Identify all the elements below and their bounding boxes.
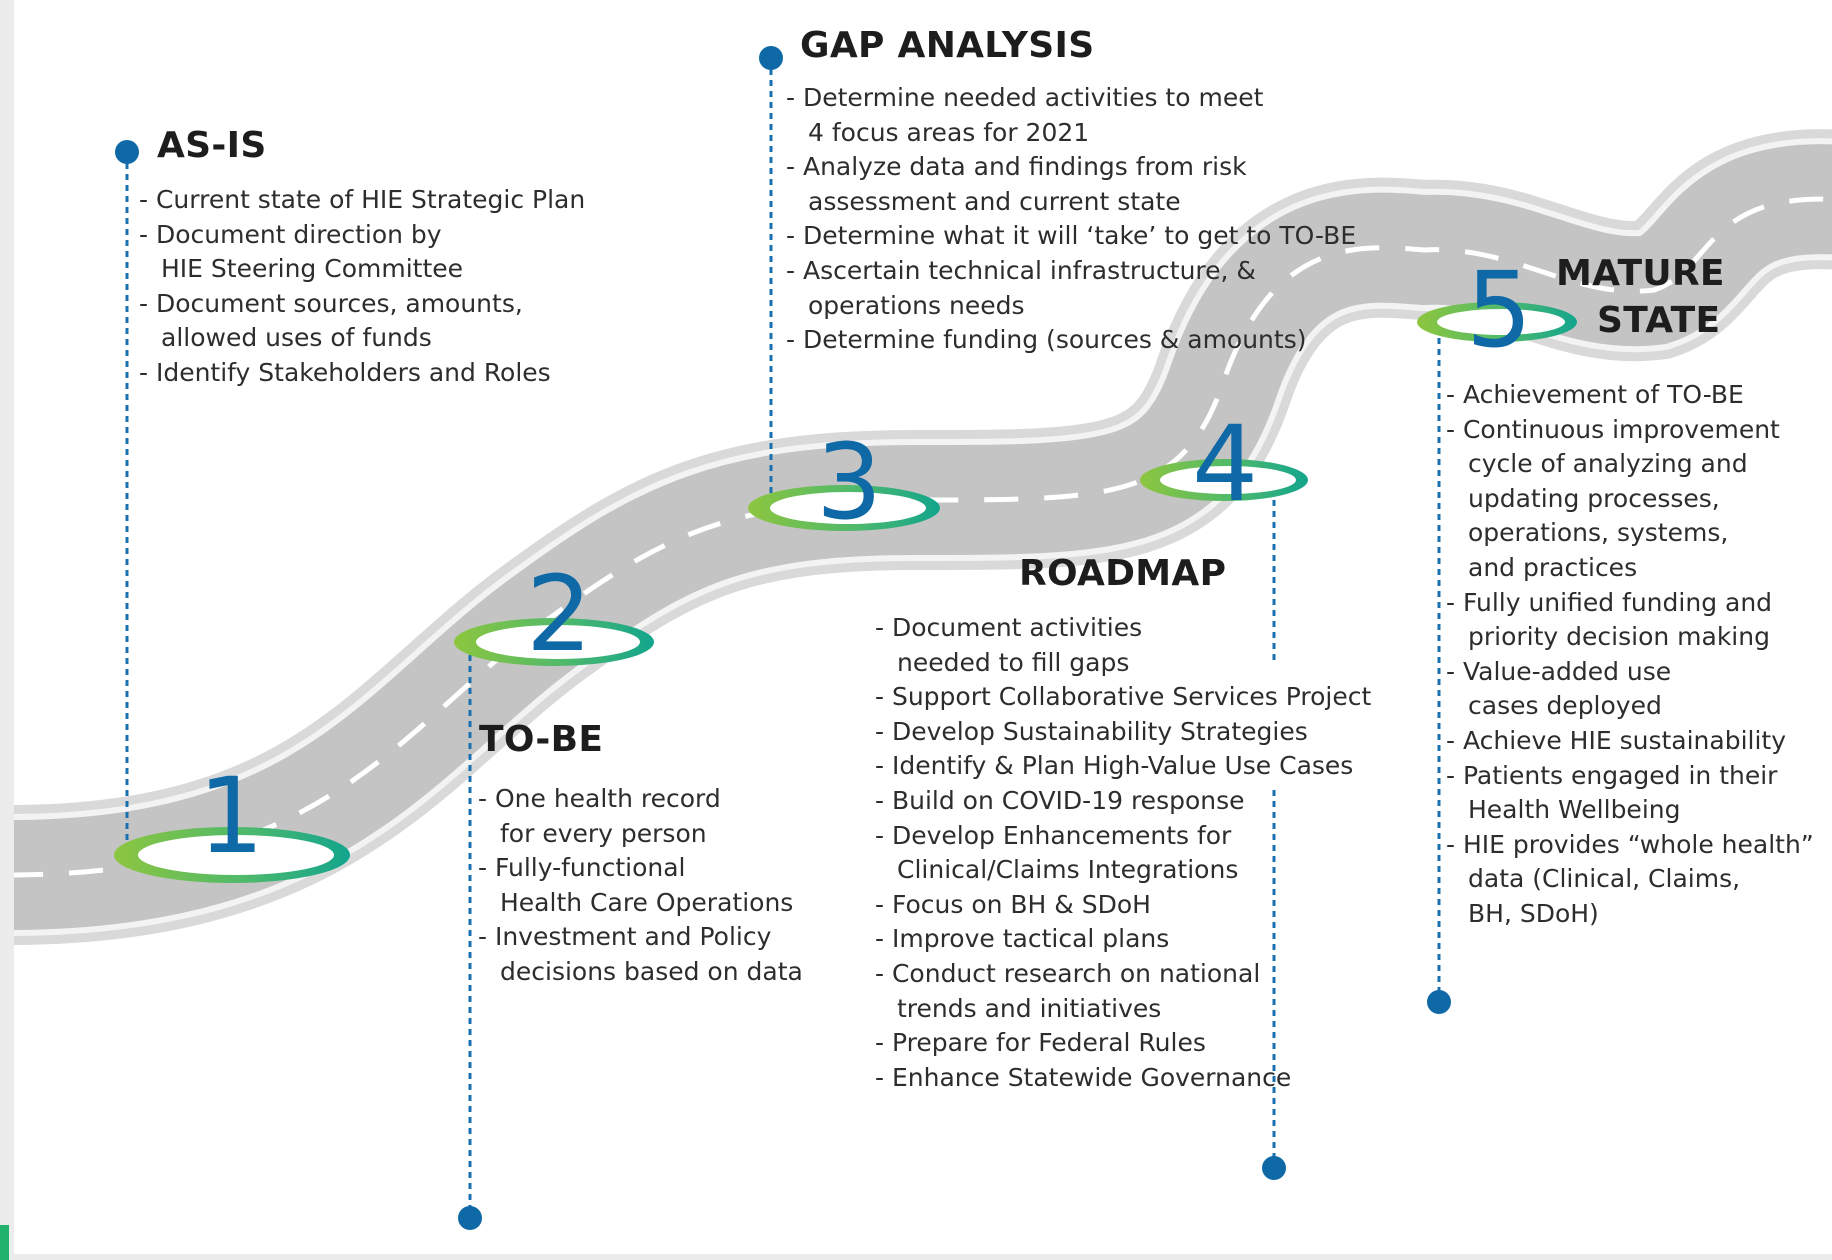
- ring-5-inner: [1437, 309, 1565, 335]
- dot-mature-state: [1427, 990, 1451, 1014]
- diagram-canvas: 1 2 3 4 5 AS-IS Current state of HIE Str…: [14, 0, 1832, 1254]
- stage-point-item: Current state of HIE Strategic Plan: [139, 183, 585, 218]
- stage-title-roadmap: ROADMAP: [1019, 553, 1227, 594]
- stage-point-item: Develop Enhancements forClinical/Claims …: [875, 819, 1371, 888]
- stage-points-as-is: Current state of HIE Strategic PlanDocum…: [139, 183, 585, 391]
- stage-title-state: STATE: [1597, 300, 1721, 341]
- stage-point-item: Support Collaborative Services Project: [875, 680, 1371, 715]
- stage-point-item: Determine funding (sources & amounts): [786, 323, 1356, 358]
- stage-point-item: Enhance Statewide Governance: [875, 1061, 1371, 1096]
- stage-point-item: Identify & Plan High-Value Use Cases: [875, 749, 1371, 784]
- milestone-number-4: 4: [1192, 403, 1259, 525]
- road-illustration: [14, 46, 1832, 1230]
- stage-point-item: Determine what it will ‘take’ to get to …: [786, 219, 1356, 254]
- ring-1-inner: [138, 835, 334, 875]
- stage-point-item: Identify Stakeholders and Roles: [139, 356, 585, 391]
- milestone-rings: [114, 302, 1577, 883]
- stage-point-item: HIE provides “whole health”data (Clinica…: [1446, 828, 1814, 932]
- stage-point-item: Focus on BH & SDoH: [875, 888, 1371, 923]
- stage-point-item: Achievement of TO-BE: [1446, 378, 1814, 413]
- stage-point-item: Improve tactical plans: [875, 922, 1371, 957]
- dot-to-be: [458, 1206, 482, 1230]
- stage-title-mature: MATURE: [1556, 253, 1725, 294]
- connector-lines: [125, 58, 1441, 1215]
- dot-roadmap: [1262, 1156, 1286, 1180]
- ring-2-inner: [476, 625, 640, 659]
- connector-dots: [115, 46, 1451, 1230]
- dot-as-is: [115, 140, 139, 164]
- milestone-number-5: 5: [1466, 249, 1533, 371]
- stage-title-to-be: TO-BE: [479, 719, 604, 760]
- ring-3-inner: [770, 492, 926, 524]
- stage-point-item: Achieve HIE sustainability: [1446, 724, 1814, 759]
- milestone-number-2: 2: [526, 553, 593, 675]
- milestone-number-3: 3: [816, 421, 883, 543]
- ring-4-inner: [1160, 466, 1296, 494]
- stage-title-as-is: AS-IS: [157, 125, 267, 166]
- milestone-number-1: 1: [198, 755, 265, 877]
- dot-gap-analysis: [759, 46, 783, 70]
- stage-point-item: Ascertain technical infrastructure, &ope…: [786, 254, 1356, 323]
- corner-accent-mark: [0, 1225, 9, 1260]
- stage-point-item: Document sources, amounts,allowed uses o…: [139, 287, 585, 356]
- stage-title-gap-analysis: GAP ANALYSIS: [800, 25, 1095, 66]
- stage-point-item: Prepare for Federal Rules: [875, 1026, 1371, 1061]
- stage-points-mature-state: Achievement of TO-BEContinuous improveme…: [1446, 378, 1814, 932]
- stage-point-item: Develop Sustainability Strategies: [875, 715, 1371, 750]
- stage-point-item: Analyze data and findings from riskasses…: [786, 150, 1356, 219]
- stage-point-item: Build on COVID-19 response: [875, 784, 1371, 819]
